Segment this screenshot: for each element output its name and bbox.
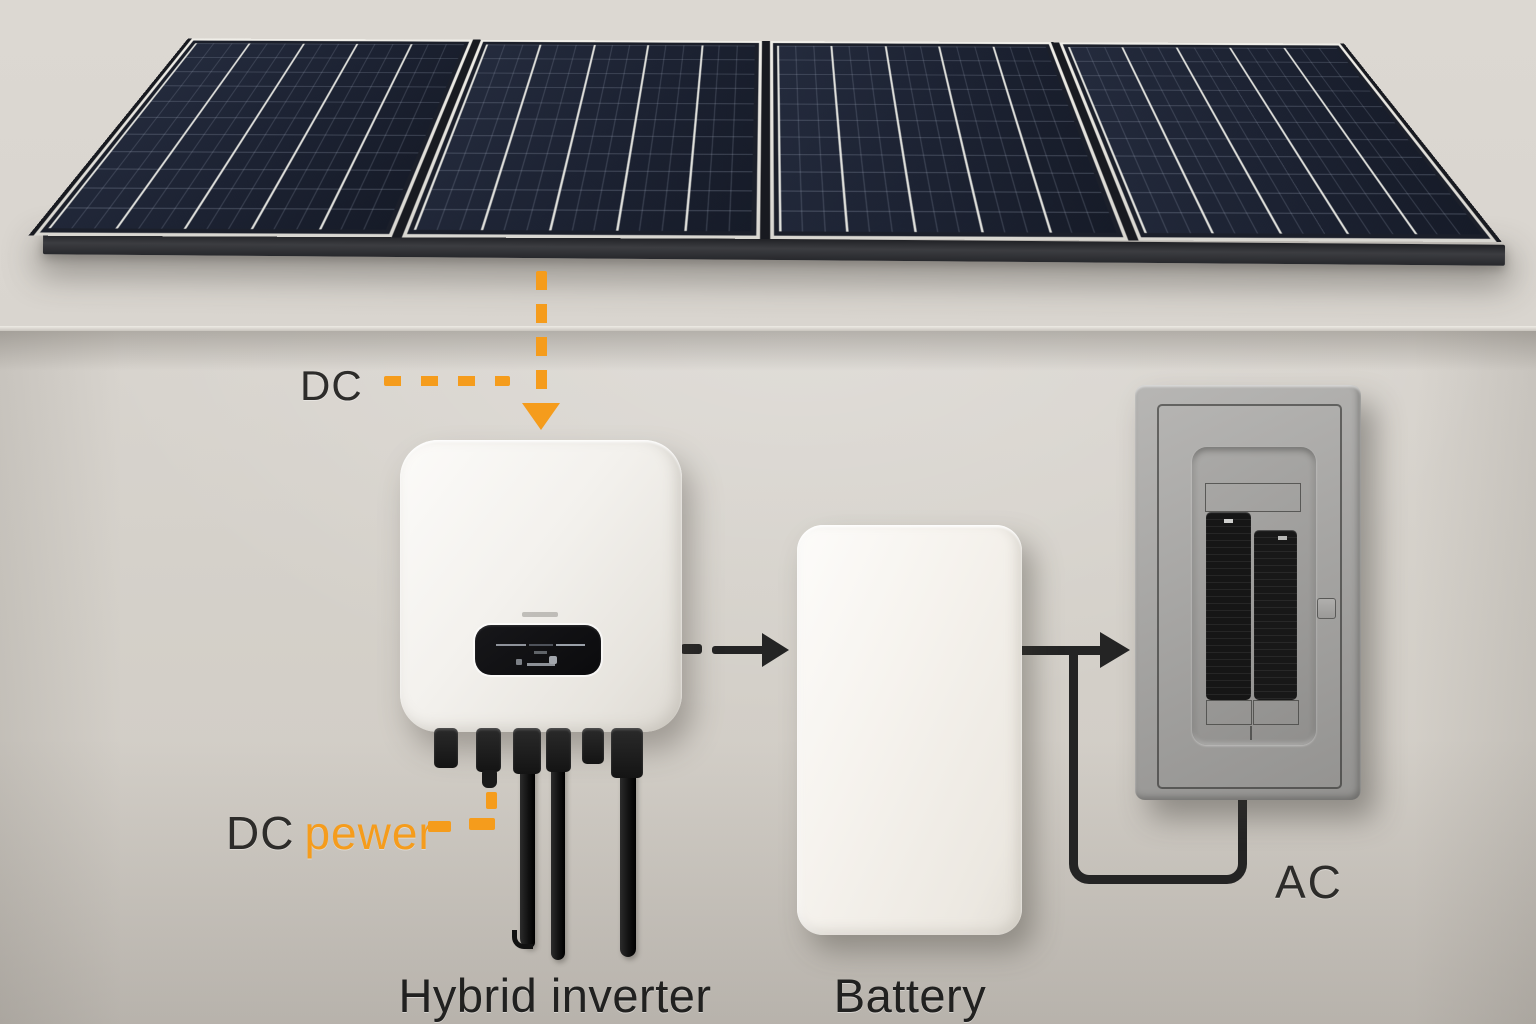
dc-label: DC <box>300 362 363 409</box>
dc-arrowhead-icon <box>522 403 560 430</box>
inverter-connector <box>582 728 604 764</box>
inverter-connector <box>513 728 541 774</box>
hybrid-inverter <box>400 440 682 732</box>
display-segment <box>556 644 585 646</box>
inverter-display <box>475 625 601 675</box>
inverter-brand-mark <box>522 612 558 617</box>
breaker-switch-chip <box>1224 519 1233 523</box>
dc-power-label-prefix: DC <box>226 807 295 859</box>
display-indicator-icon <box>549 656 557 664</box>
breaker-panel-bottom-slot <box>1253 700 1299 725</box>
battery-to-panel-line <box>1019 646 1103 655</box>
inverter-connector-plug <box>482 770 497 788</box>
dc-power-dash <box>428 821 451 832</box>
inverter-connector <box>546 728 571 772</box>
inverter-to-battery-arrowhead-icon <box>762 633 789 667</box>
breaker-column-right <box>1254 530 1297 700</box>
breaker-panel-inner-outline <box>1157 404 1342 789</box>
breaker-panel-top-slot <box>1205 483 1301 512</box>
battery-to-panel-arrowhead-icon <box>1100 632 1130 668</box>
ac-label: AC <box>1275 856 1343 908</box>
display-segment <box>496 644 526 646</box>
dc-dashed-line-vertical <box>536 271 547 393</box>
inverter-cable <box>551 760 565 960</box>
breaker-panel-bottom-slot <box>1206 700 1252 725</box>
breaker-switch-chip <box>1278 536 1287 540</box>
solar-array <box>28 38 1502 243</box>
dc-power-label-suffix: pewer <box>304 807 435 859</box>
display-dash <box>534 651 547 654</box>
breaker-panel-latch-button <box>1317 598 1336 619</box>
wall-ledge-shadow <box>0 331 1536 371</box>
breaker-panel-tick <box>1250 726 1252 740</box>
wall-ledge <box>0 326 1536 331</box>
inverter-to-battery-line <box>712 646 765 654</box>
dc-power-dash <box>469 818 495 830</box>
inverter-connector <box>611 728 643 778</box>
battery-caption: Battery <box>833 969 987 1022</box>
dc-dashed-line-horizontal <box>384 376 510 386</box>
display-segment <box>529 644 553 646</box>
inverter-cable <box>520 760 535 948</box>
dc-power-dash-vertical <box>486 792 497 809</box>
inverter-to-battery-dash <box>681 644 702 654</box>
breaker-column-left <box>1206 512 1251 700</box>
inverter-cable-hook <box>512 930 533 949</box>
hybrid-inverter-caption: Hybrid inverter <box>398 969 712 1022</box>
inverter-cable <box>620 765 636 957</box>
display-bar <box>527 663 555 666</box>
inverter-connector <box>434 728 458 768</box>
inverter-connector <box>476 728 501 772</box>
display-indicator-icon <box>516 659 522 665</box>
battery <box>797 525 1022 935</box>
